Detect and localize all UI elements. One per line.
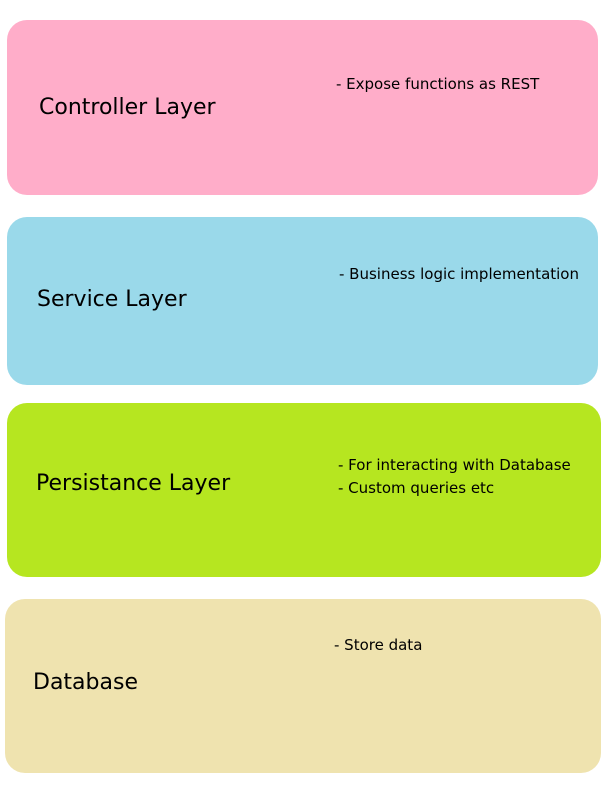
service-layer-note: - Business logic implementation	[339, 265, 579, 283]
persistence-layer-notes: - For interacting with Database - Custom…	[338, 454, 571, 500]
service-layer-notes: - Business logic implementation	[339, 263, 579, 286]
persistence-layer-box: Persistance Layer - For interacting with…	[7, 403, 601, 577]
database-layer-note: - Store data	[334, 636, 423, 654]
database-layer-notes: - Store data	[334, 634, 422, 657]
persistence-layer-title: Persistance Layer	[36, 471, 231, 496]
persistence-layer-note: - For interacting with Database	[338, 456, 571, 474]
database-layer-box: Database - Store data	[5, 599, 601, 773]
controller-layer-notes: - Expose functions as REST	[336, 73, 539, 96]
controller-layer-box: Controller Layer - Expose functions as R…	[7, 20, 598, 195]
database-layer-title: Database	[33, 670, 138, 695]
service-layer-title: Service Layer	[37, 287, 187, 312]
controller-layer-note: - Expose functions as REST	[336, 75, 540, 93]
service-layer-box: Service Layer - Business logic implement…	[7, 217, 598, 385]
persistence-layer-note: - Custom queries etc	[338, 479, 495, 497]
controller-layer-title: Controller Layer	[39, 95, 216, 120]
